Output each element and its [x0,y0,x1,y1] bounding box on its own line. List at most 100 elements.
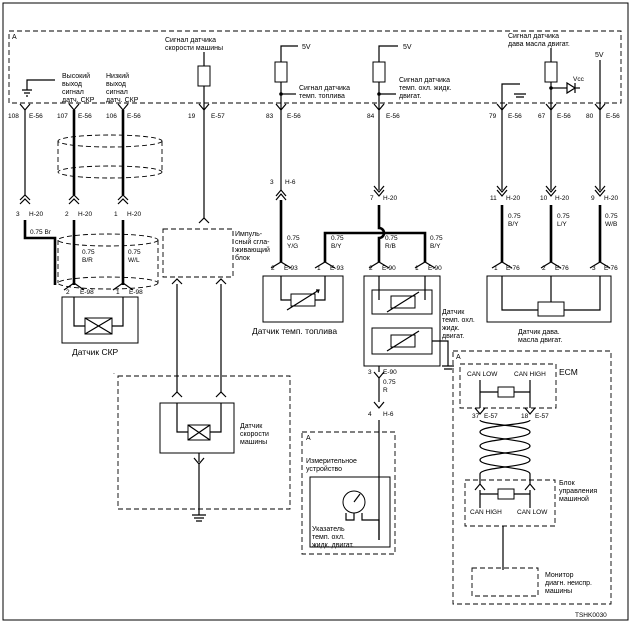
cool-signal-3: двигат. [399,93,421,100]
pulse-label-2: сный сгла- [235,238,270,246]
e98-chevrons [63,282,134,291]
e98-pin-1: 1 [116,289,120,296]
ckp-h-pin-2: 2 [65,211,69,218]
fuel-signal-1: Сигнал датчика [299,85,350,92]
speed-sensor-box [159,402,235,454]
can-conn-b: E-57 [535,413,549,420]
cool-volt-line [378,45,398,52]
cool-thermistor-arrow-2 [386,330,420,352]
conn-e56-f: E-56 [508,113,522,120]
pulse-label-1: Импуль- [235,231,263,238]
gauge-inner-box [309,476,391,548]
ground-icon [22,79,55,97]
can-high-bottom: CAN HIGH [470,509,502,516]
pin-108: 108 [8,113,19,120]
cool-sensor-inner-1 [371,289,433,315]
conn-e57: E-57 [211,113,225,120]
oil-wires-thick [500,205,602,262]
h6b-chevron [373,401,385,409]
e76-pin-1: 1 [494,265,498,272]
ckp-sensor-name: Датчик СКР [72,347,119,357]
diode-icon [566,81,577,95]
oil-h20-chevrons [496,185,606,197]
ckp-low-label-2: выход [106,81,126,88]
oil-sensor-box [486,275,612,323]
can-pin-18: 18 [521,413,529,420]
fuel-wire-075: 0.75 [287,235,300,242]
h20-chevron-2 [68,194,80,205]
monitor-box [471,567,539,597]
conn-e56-h: E-56 [606,113,620,120]
ckp-h-conn-b: H-20 [78,211,92,218]
oil-ground-icon [501,83,526,110]
ckp-low-label-3: сигнал [106,89,128,96]
pin-79: 79 [489,113,497,120]
gauge-needle-icon [353,493,361,503]
oil-h20-pin-9: 9 [591,195,595,202]
e90-conn-a: E-90 [382,265,396,272]
gauge-name-1: Указатель [312,526,345,533]
twisted-wire-b [479,419,531,484]
oil-h20-conn-a: H-20 [506,195,520,202]
oil-wire-075c: 0.75 [605,213,618,220]
ckp-h-pin-1: 1 [114,211,118,218]
ckp-high-label-1: Высокий [62,72,90,80]
can-high-top: CAN HIGH [514,371,546,378]
conn-e56-d: E-56 [287,113,301,120]
can-low-bottom: CAN LOW [517,509,548,516]
oil-sensor-name-2: масла двигат. [518,337,562,344]
speed-sensor-name-2: скорости [240,431,269,438]
pin-84: 84 [367,113,375,120]
speed-sensor-name-3: машины [240,439,267,446]
cool-wire-rb: R/B [385,243,396,250]
cool-ground-icon [432,340,454,370]
oil-wire-wb: W/B [605,221,617,228]
fuel-h6-pin: 3 [270,179,274,186]
fuel-sensor-leads [280,276,326,301]
fuel-wire-by: B/Y [331,243,342,250]
gauge-title-1: Измерительное [306,458,357,465]
monitor-label-3: машины [545,588,572,595]
pulse-label-4: блок [235,254,251,262]
cool-sensor-name-3: жидк. [442,325,460,332]
conn-e56-e: E-56 [386,113,400,120]
shield-bottom-sides [57,240,159,283]
cool-signal-2: темп. охл. жидк. [399,85,452,92]
h20-chevron-1 [19,194,31,205]
vcu-label-3: машиной [559,495,589,503]
gauge-name-3: жидк. двигат. [312,542,354,549]
e76-conn-c: E-76 [604,265,618,272]
gauge-leads [345,513,380,540]
e98-conn-a: E-98 [80,289,94,296]
ckp-wire-075-a: 0.75 [82,249,95,256]
ckp-high-label-4: датч. СКР [62,97,95,104]
vcu-label-1: Блок [559,480,576,487]
oil-h20-pin-10: 10 [540,195,548,202]
fuel-thermistor-arrow [286,289,320,311]
monitor-label-1: Монитор [545,572,574,579]
e93-pin-2: 2 [271,265,275,272]
oil-h20-pin-11: 11 [490,195,497,202]
e76-pin-2: 2 [542,265,546,272]
ckp-high-label-2: выход [62,81,82,88]
speed-area-dot: . [113,369,115,376]
speed-sensor-chevrons [171,391,227,398]
ckp-coil-cross [84,317,113,335]
oil-signal-1: Сигнал датчика [508,33,559,40]
pin-106: 106 [106,113,117,120]
ckp-low-label-1: Низкий [106,72,129,80]
pulse-label-3: живающий [235,246,270,254]
cool-sensor-name-1: Датчик [442,309,465,316]
can-pin-37: 37 [472,413,480,420]
can-chevrons-bottom [474,483,536,491]
figure-code: TSHK0030 [575,612,607,619]
e76-conn-b: E-76 [555,265,569,272]
vcu-label-2: управления [559,488,597,495]
oil-vcc: Vcc [573,76,585,83]
fuel-sensor-box [262,275,344,323]
e98-pin-2: 2 [66,289,70,296]
e90-pin-1: 1 [415,265,419,272]
